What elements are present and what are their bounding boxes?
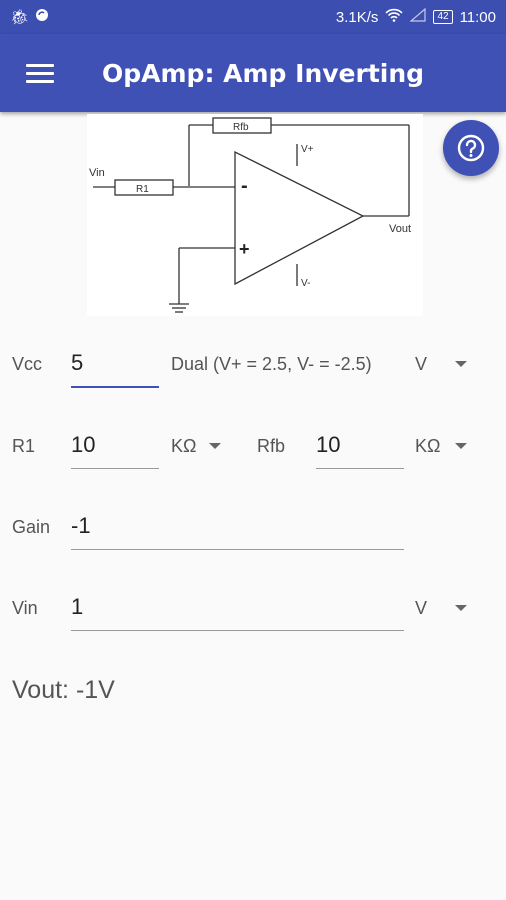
status-bar: 🐞︎ 3.1K/s 42 11:00 (0, 0, 506, 34)
clock: 11:00 (459, 8, 496, 26)
r1-unit-chevron-down-icon[interactable] (209, 443, 221, 449)
gain-label: Gain (12, 517, 51, 537)
vminus-label: V- (301, 278, 310, 289)
vplus-label: V+ (301, 144, 314, 155)
vin-unit-dropdown[interactable]: V (415, 598, 428, 618)
vin-label: Vin (12, 598, 38, 618)
vcc-input[interactable]: 5 (71, 350, 159, 388)
supply-mode-dropdown[interactable]: Dual (V+ = 2.5, V- = -2.5) (171, 354, 372, 374)
vin-label: Vin (89, 167, 105, 179)
rfb-unit-chevron-down-icon[interactable] (455, 443, 467, 449)
gain-input[interactable]: -1 (71, 513, 404, 550)
rfb-input[interactable]: 10 (316, 432, 404, 469)
vout-result: Vout: -1V (12, 676, 115, 704)
r1-label: R1 (12, 436, 36, 456)
menu-icon[interactable] (26, 59, 54, 88)
signal-icon (409, 7, 427, 26)
vcc-unit-chevron-down-icon[interactable] (455, 361, 467, 367)
network-speed: 3.1K/s (335, 8, 379, 26)
minus-label: - (241, 175, 248, 197)
r1-label: R1 (136, 184, 149, 195)
vout-label: Vout (389, 223, 411, 235)
circuit-diagram: Rfb V+ Vin R1 - + Vout V- (87, 114, 423, 316)
vin-unit-chevron-down-icon[interactable] (455, 605, 467, 611)
help-button[interactable] (443, 120, 499, 176)
vcc-unit-dropdown[interactable]: V (415, 354, 428, 374)
help-icon (457, 134, 485, 162)
rfb-label: Rfb (233, 122, 249, 133)
r1-unit-dropdown[interactable]: KΩ (171, 436, 197, 456)
bug-icon: 🐞︎ (10, 9, 30, 26)
plus-label: + (239, 239, 250, 259)
r1-input[interactable]: 10 (71, 432, 159, 469)
battery-icon: 42 (433, 10, 453, 24)
vcc-label: Vcc (12, 354, 43, 374)
rfb-label: Rfb (257, 436, 286, 456)
app-bar: OpAmp: Amp Inverting (0, 34, 506, 112)
page-title: OpAmp: Amp Inverting (102, 58, 425, 88)
wifi-icon (385, 8, 404, 26)
sync-icon (35, 8, 49, 26)
rfb-unit-dropdown[interactable]: KΩ (415, 436, 441, 456)
vin-input[interactable]: 1 (71, 594, 404, 631)
